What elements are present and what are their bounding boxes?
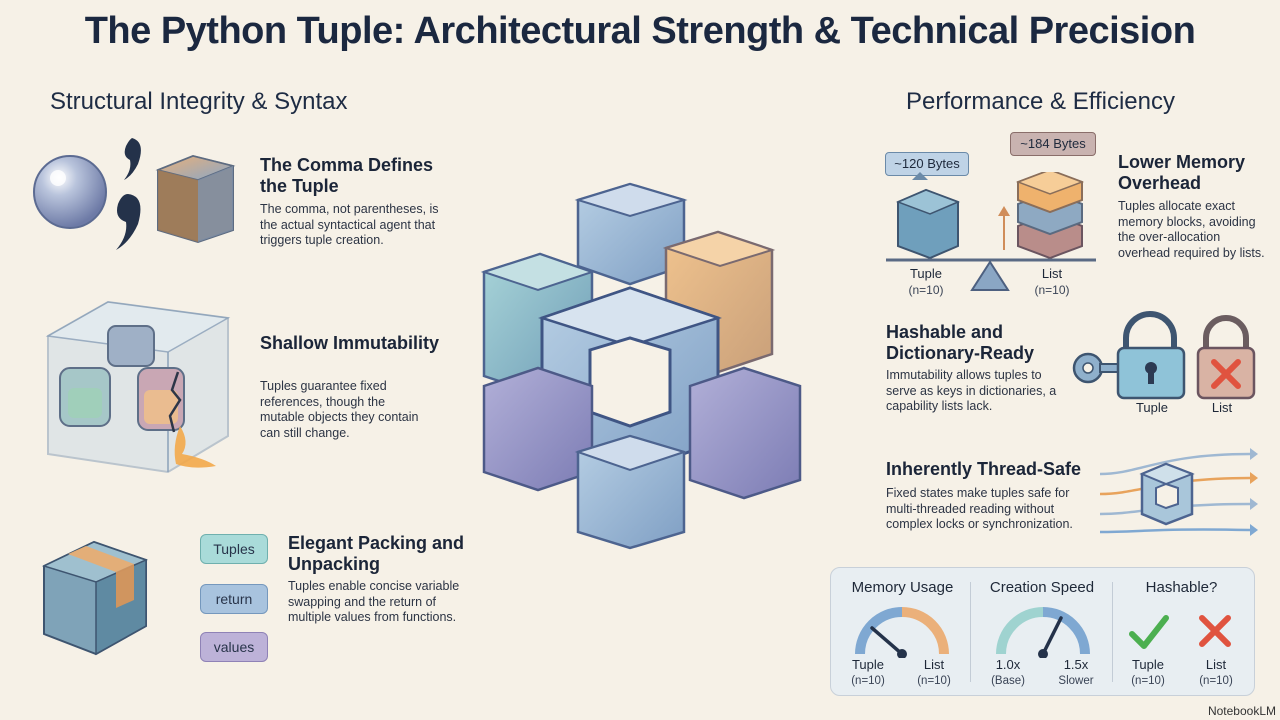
cross-icon <box>1199 615 1231 647</box>
thread-heading: Inherently Thread-Safe <box>886 459 1082 479</box>
crack-icon <box>168 371 182 433</box>
hash-right-label: List(n=10) <box>1199 657 1233 687</box>
pill-return: return <box>200 584 268 614</box>
mem-right-label: List(n=10) <box>917 657 951 687</box>
speed-gauge-icon <box>996 607 1090 658</box>
mem-left-label: Tuple(n=10) <box>851 657 885 687</box>
immutability-heading: Shallow Immutability <box>260 333 440 353</box>
hashable-title: Hashable? <box>1145 579 1218 596</box>
comma-heading: The Comma Defines the Tuple <box>260 155 434 196</box>
immutability-body: Tuples guarantee fixed references, thoug… <box>260 379 419 440</box>
hash-list-label: List <box>1211 400 1233 415</box>
packing-heading: Elegant Packing and Unpacking <box>288 533 465 574</box>
pill-tuples: Tuples <box>200 534 268 564</box>
watermark: NotebookLM <box>1207 704 1276 718</box>
bubble-icon <box>33 155 107 229</box>
hash-check-cross-icon <box>1129 615 1231 649</box>
interlocking-cubes-illustration <box>480 182 802 550</box>
memory-body: Tuples allocate exact memory blocks, avo… <box>1118 199 1265 260</box>
memory-scale-illustration <box>886 172 1096 291</box>
glass-cube-illustration <box>45 300 231 474</box>
pill-values: values <box>200 632 268 662</box>
hash-left-label: Tuple(n=10) <box>1131 657 1165 687</box>
comma-icon <box>116 194 141 250</box>
speed-left-label: 1.0x(Base) <box>991 657 1025 687</box>
memory-heading: Lower Memory Overhead <box>1118 152 1246 193</box>
leak-icon <box>174 426 216 468</box>
thread-body: Fixed states make tuples safe for multi-… <box>886 486 1073 531</box>
hashable-body: Immutability allows tuples to serve as k… <box>886 368 1057 413</box>
memory-usage-title: Memory Usage <box>851 579 954 596</box>
gauge-needle <box>1041 616 1063 656</box>
memory-gauge-icon <box>855 607 949 658</box>
hashable-illustration <box>1072 311 1256 400</box>
memory-tuple-label: Tuple(n=10) <box>908 266 944 297</box>
scale-fulcrum <box>970 260 1010 291</box>
hashable-heading: Hashable and Dictionary-Ready <box>886 322 1035 363</box>
page-title: The Python Tuple: Architectural Strength… <box>84 10 1196 52</box>
lock-icon <box>1116 311 1186 400</box>
right-section-title: Performance & Efficiency <box>906 88 1176 115</box>
memory-list-label: List(n=10) <box>1034 266 1070 297</box>
comma-body: The comma, not parentheses, is the actua… <box>260 202 439 247</box>
creation-speed-title: Creation Speed <box>989 579 1095 596</box>
jar-icon <box>107 325 155 367</box>
comma-top-icon <box>124 138 141 180</box>
thread-illustration <box>1100 448 1258 536</box>
gauge-needle <box>870 626 904 656</box>
tuple-bytes-label: ~120 Bytes <box>885 152 969 176</box>
check-icon <box>1129 615 1169 649</box>
comparison-panel <box>830 567 1255 696</box>
locked-cross-icon <box>1196 315 1256 400</box>
packing-body: Tuples enable concise variable swapping … <box>288 579 460 624</box>
left-section-title: Structural Integrity & Syntax <box>50 88 348 115</box>
list-bytes-label: ~184 Bytes <box>1010 132 1096 156</box>
box-illustration <box>41 540 149 656</box>
comma-illustration <box>33 138 236 250</box>
hash-tuple-label: Tuple <box>1135 400 1169 415</box>
